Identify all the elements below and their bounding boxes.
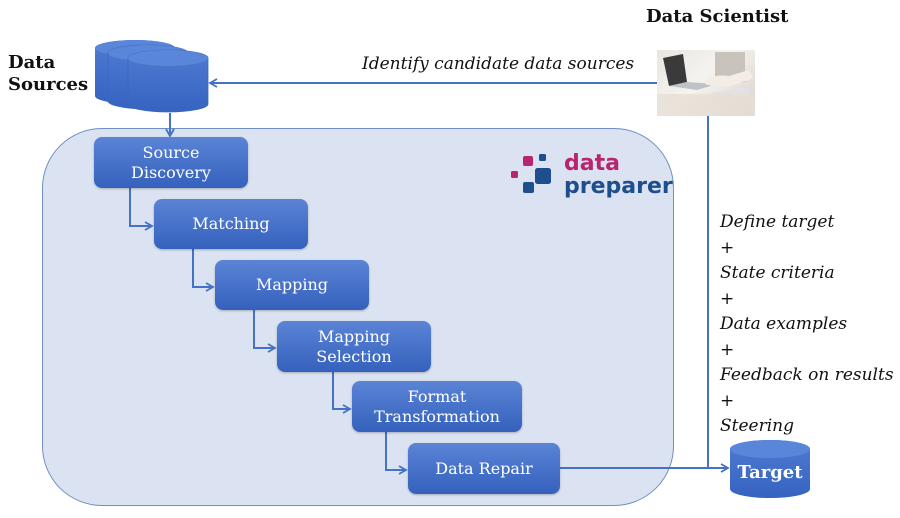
step-mapping-selection[interactable]: Mapping Selection <box>277 321 431 372</box>
database-stack-icon <box>95 40 209 113</box>
feedback-item: Feedback on results <box>720 365 894 385</box>
feedback-plus: + <box>720 288 735 309</box>
logo-squares-icon <box>511 154 551 193</box>
feedback-item: State criteria <box>720 263 835 283</box>
data-sources-label: Data Sources <box>8 52 88 96</box>
feedback-plus: + <box>720 339 735 360</box>
identify-sources-label: Identify candidate data sources <box>362 54 635 74</box>
data-scientist-label: Data Scientist <box>646 6 789 27</box>
step-data-repair[interactable]: Data Repair <box>408 443 560 494</box>
feedback-item: Define target <box>720 212 835 232</box>
step-mapping[interactable]: Mapping <box>215 260 369 310</box>
feedback-plus: + <box>720 390 735 411</box>
target-label: Target <box>737 462 803 483</box>
database-icon <box>730 440 810 498</box>
data-preparer-logo: data preparer <box>510 150 673 200</box>
laptop-icon <box>657 52 755 116</box>
arrow-step-5-6 <box>385 432 408 475</box>
step-source-discovery[interactable]: Source Discovery <box>94 137 248 188</box>
arrow-step-4-5 <box>332 372 352 414</box>
data-scientist-photo <box>657 50 755 116</box>
data-sources-label-line1: Data <box>8 52 56 73</box>
step-label: Source Discovery <box>131 142 211 182</box>
step-label: Matching <box>192 214 270 233</box>
arrow-step-1-2 <box>129 188 154 231</box>
step-matching[interactable]: Matching <box>154 199 308 249</box>
data-preparer-container <box>42 128 674 506</box>
logo-text-data: data <box>564 151 620 176</box>
data-sources-label-line2: Sources <box>8 74 89 95</box>
arrow-step-2-3 <box>192 249 215 292</box>
feedback-item: Data examples <box>720 314 848 334</box>
feedback-plus: + <box>720 237 735 258</box>
step-label: Mapping Selection <box>316 326 392 366</box>
feedback-list: Define target + State criteria + Data ex… <box>720 210 894 440</box>
arrow-step-3-4 <box>253 310 277 353</box>
step-format-transformation[interactable]: Format Transformation <box>352 381 522 432</box>
step-label: Format Transformation <box>374 386 500 426</box>
logo-text-preparer: preparer <box>564 174 673 199</box>
step-label: Data Repair <box>435 458 533 478</box>
feedback-item: Steering <box>720 416 794 436</box>
step-label: Mapping <box>255 275 329 294</box>
target-database[interactable]: Target <box>730 440 810 498</box>
